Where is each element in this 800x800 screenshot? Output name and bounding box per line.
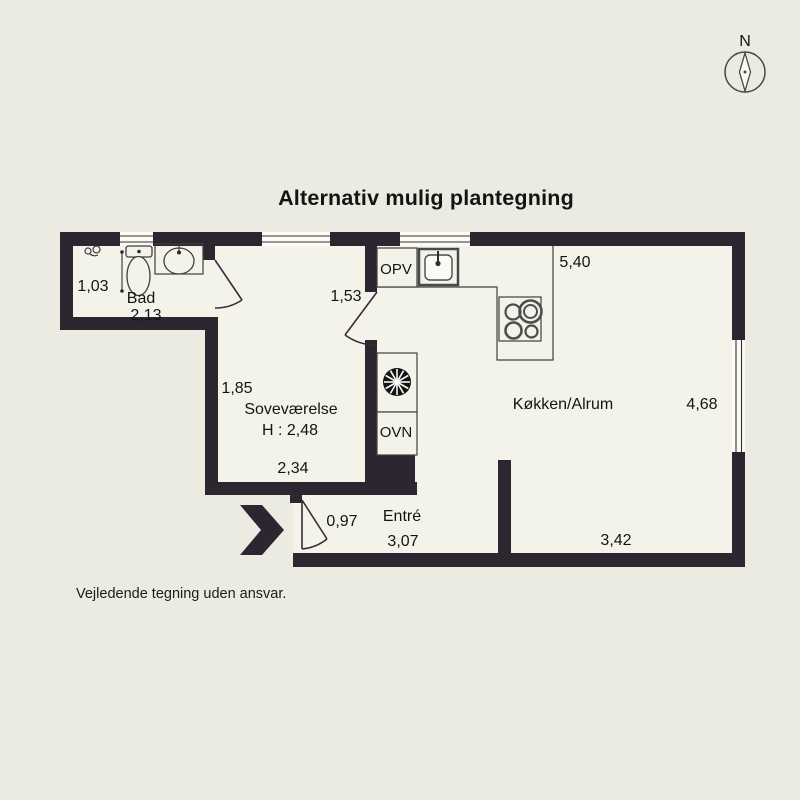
walls (60, 232, 745, 567)
window-bath (120, 232, 153, 246)
dishwasher-label: OPV (380, 261, 412, 278)
wall-segment (365, 340, 377, 482)
kitchen-sink-icon (417, 247, 460, 287)
toilet-icon (125, 245, 153, 297)
bath-name-label: Bad (127, 290, 155, 307)
kitchen-top-width-label: 5,40 (559, 254, 590, 271)
kitchen-depth-label: 4,68 (686, 396, 717, 413)
entry-door-width-label: 0,97 (326, 513, 357, 530)
wall-segment (732, 232, 745, 340)
bathroom-sink-icon (154, 243, 204, 275)
bedroom-width-label: 1,85 (221, 380, 252, 397)
window-kitchen-right (732, 340, 745, 452)
bath-length-label: 2,13 (130, 307, 161, 324)
window-kitchen-top (400, 232, 470, 246)
kitchen-fixtures (376, 246, 554, 456)
entrance-arrow-icon (240, 505, 284, 555)
wall-segment (365, 232, 377, 292)
wall-segment (205, 482, 417, 495)
bathroom-door (214, 259, 243, 309)
bedroom-door (344, 291, 378, 346)
washer-fan-icon (376, 352, 418, 413)
dishwasher-box (376, 247, 418, 288)
wall-segment (498, 460, 511, 565)
bedroom-name-label: Soveværelse (244, 401, 337, 418)
compass: N (724, 33, 766, 94)
wall-segment (60, 232, 120, 246)
wall-segment (732, 452, 745, 567)
entry-door (301, 499, 328, 550)
wall-segment (60, 317, 218, 330)
page-title: Alternativ mulig plantegning (278, 186, 574, 210)
wall-segment (365, 453, 415, 482)
compass-north-label: N (739, 33, 751, 50)
kitchen-name-label: Køkken/Alrum (513, 396, 613, 413)
doors (214, 259, 378, 550)
disclaimer-text: Vejledende tegning uden ansvar. (76, 586, 287, 602)
kitchen-bottom-width-label: 3,42 (600, 532, 631, 549)
oven-label: OVN (380, 424, 413, 441)
windows (120, 232, 745, 452)
entry-name-label: Entré (383, 508, 421, 525)
stove-icon (498, 296, 543, 342)
bedroom-length-label: 2,34 (277, 460, 308, 477)
wall-segment (290, 495, 302, 503)
wall-segment (203, 232, 215, 260)
bath-width-label: 1,03 (77, 278, 108, 295)
counter-outline (377, 246, 554, 361)
bathroom-fixtures (84, 243, 204, 297)
wall-segment (293, 553, 745, 567)
dimension-line (120, 250, 124, 293)
wall-segment (60, 232, 73, 330)
oven-box (376, 411, 418, 456)
bedroom-height-label: H : 2,48 (262, 422, 318, 439)
tap-fixture-icon (84, 245, 101, 257)
room-labels: 1,03 Bad 2,13 1,53 OPV 5,40 1,85 Sovevær… (77, 254, 717, 550)
entry-length-label: 3,07 (387, 533, 418, 550)
wall-segment (470, 232, 745, 246)
passage-width-label: 1,53 (330, 288, 361, 305)
wall-segment (205, 317, 218, 495)
window-bedroom (262, 232, 330, 246)
